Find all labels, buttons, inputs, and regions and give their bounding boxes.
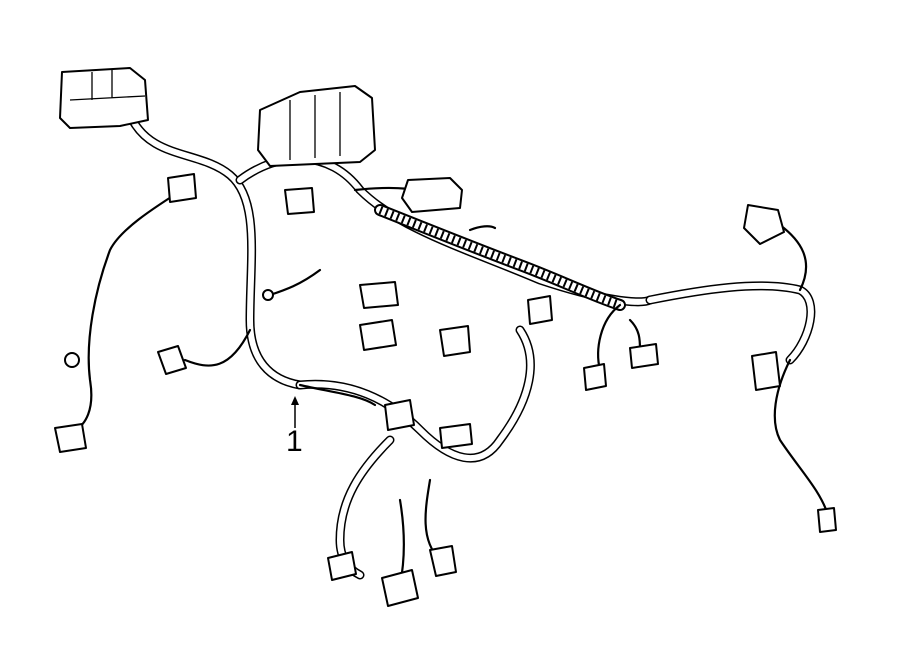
connector-left-upper xyxy=(167,173,197,203)
connector-clip-left xyxy=(64,352,80,368)
ground-eyelet xyxy=(262,289,274,301)
connector-center-b xyxy=(439,325,471,357)
connector-center-a xyxy=(359,319,397,351)
connector-center-c xyxy=(384,399,415,431)
connector-left-bottom xyxy=(54,423,87,453)
connector-mid-right-a xyxy=(583,363,607,391)
connector-left-mid xyxy=(157,345,187,375)
connector-center-d xyxy=(439,423,473,449)
connector-right-mid xyxy=(751,351,781,391)
connector-top-left-block xyxy=(59,67,149,129)
callout-leader xyxy=(291,396,299,428)
connector-right-bottom xyxy=(817,507,837,533)
connector-bottom-b xyxy=(381,569,419,607)
connector-bottom-a xyxy=(327,551,357,581)
connector-mid-right-b xyxy=(629,343,659,369)
connector-bottom-c xyxy=(429,545,457,577)
connector-center-e xyxy=(359,281,399,309)
callout-number: 1 xyxy=(286,425,303,458)
connector-center-f xyxy=(527,295,553,325)
connector-relay-box xyxy=(257,85,376,167)
connector-top-center xyxy=(401,177,463,213)
corrugated-conduit xyxy=(374,204,626,311)
connector-center-g xyxy=(284,187,315,215)
connector-right-top xyxy=(743,204,785,245)
